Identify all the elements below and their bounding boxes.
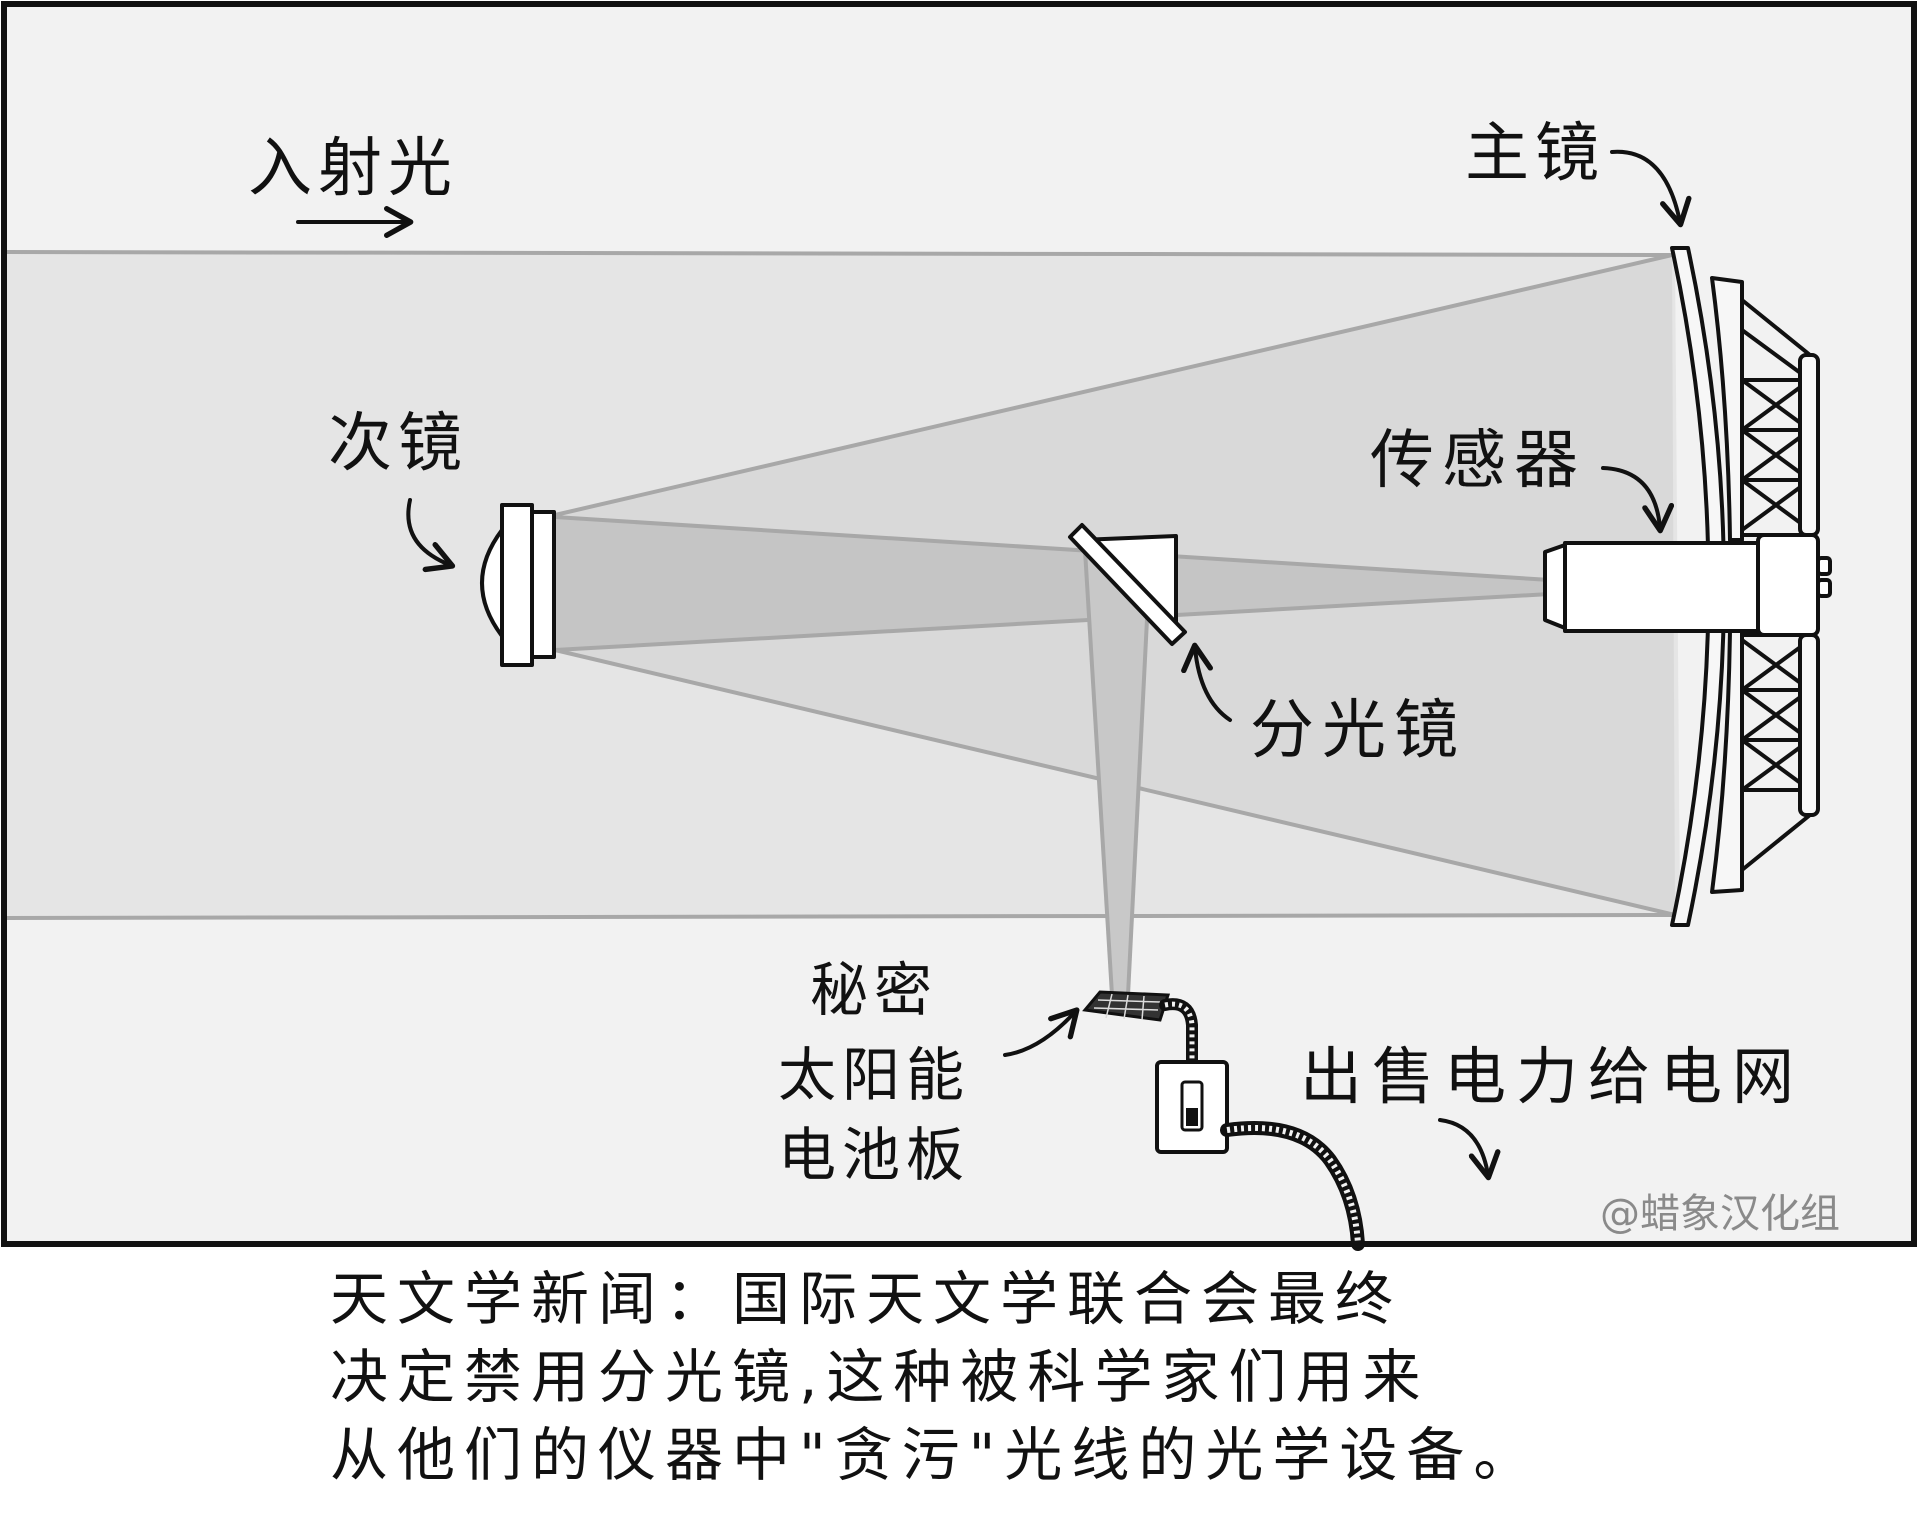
sensor-label: 传感器 bbox=[1370, 424, 1586, 498]
solar-panel-label-line2: 太阳能 bbox=[778, 1041, 970, 1109]
cone-upper-edge bbox=[554, 253, 1673, 517]
beam-top-edge bbox=[5, 250, 1673, 257]
secondary-mirror-arrow bbox=[406, 498, 456, 573]
caption-line-1: 天文学新闻：国际天文学联合会最终 bbox=[330, 1265, 1403, 1333]
diverted-beam-right bbox=[1126, 559, 1152, 996]
solar-panel-arrow bbox=[1003, 1007, 1080, 1057]
primary-mirror-arrow bbox=[1610, 149, 1692, 228]
secondary-mirror-label: 次镜 bbox=[328, 407, 468, 481]
secret-solar-panel bbox=[1082, 990, 1171, 1022]
reflected-beam-top bbox=[554, 515, 1551, 582]
beam-splitter-arrow bbox=[1181, 642, 1232, 722]
sell-power-label: 出售电力给电网 bbox=[1300, 1040, 1804, 1113]
secondary-mirror bbox=[480, 503, 556, 667]
battery-box bbox=[1155, 1060, 1229, 1154]
sensor-arrow bbox=[1601, 466, 1675, 534]
solar-panel-label-line1: 秘密 bbox=[810, 956, 938, 1024]
sell-power-arrow bbox=[1438, 1118, 1501, 1181]
diverted-beam-left bbox=[1083, 549, 1114, 996]
reflected-light-beam bbox=[555, 517, 1550, 650]
beam-splitter-label: 分光镜 bbox=[1250, 694, 1466, 768]
incoming-light-label: 入射光 bbox=[248, 132, 458, 206]
reflected-beam-bottom bbox=[554, 592, 1551, 652]
beam-bottom-edge bbox=[5, 913, 1676, 920]
sensor bbox=[1543, 533, 1832, 637]
watermark: @蜡象汉化组 bbox=[1600, 1191, 1840, 1237]
solar-panel-label-line3: 电池板 bbox=[778, 1121, 970, 1189]
primary-mirror-label: 主镜 bbox=[1465, 117, 1605, 191]
beam-splitter bbox=[1068, 523, 1187, 646]
caption-line-2: 决定禁用分光镜,这种被科学家们用来 bbox=[330, 1343, 1430, 1411]
panel-border bbox=[1, 1, 1917, 1247]
diverted-light-beam bbox=[1085, 550, 1150, 995]
caption-line-3: 从他们的仪器中"贪污"光线的光学设备。 bbox=[330, 1421, 1541, 1489]
caption: 天文学新闻：国际天文学联合会最终 决定禁用分光镜,这种被科学家们用来 从他们的仪… bbox=[330, 1260, 1730, 1494]
